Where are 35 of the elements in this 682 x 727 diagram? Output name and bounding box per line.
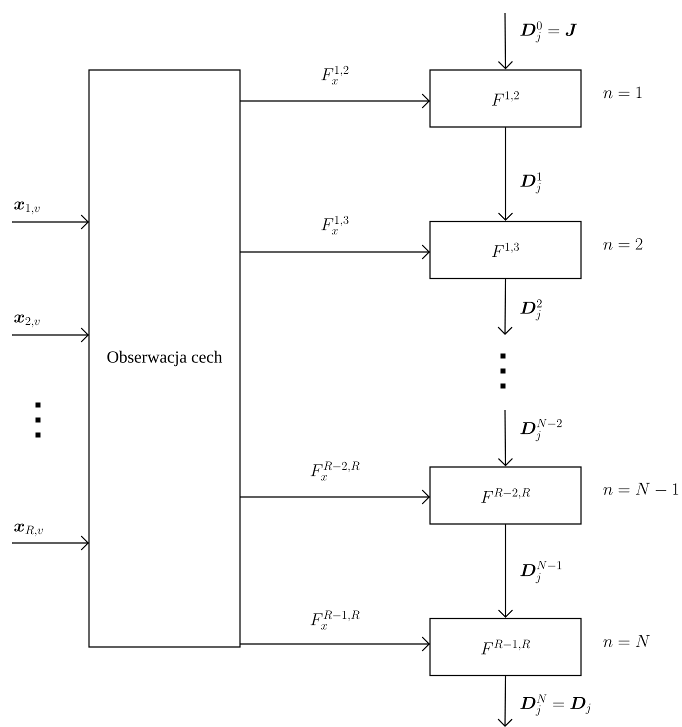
- edge-label: $\boldsymbol{D}_j^N=\boldsymbol{D}_j$: [520, 694, 590, 716]
- stage-label: $n=2$: [603, 238, 642, 250]
- arrow: [240, 94, 430, 108]
- arrow: [498, 279, 512, 335]
- arrow: [498, 128, 513, 221]
- edge-label: $F_x^{R-1,R}$: [310, 610, 360, 630]
- stage-label: $n=1$: [603, 86, 642, 98]
- edge-label: $\boldsymbol{x}_{1,v}$: [14, 202, 40, 214]
- arrow: [498, 676, 512, 727]
- edge-label: $\boldsymbol{x}_{R,v}$: [14, 524, 43, 536]
- arrow: [498, 524, 513, 618]
- process-box: $F^{R-1,R}$: [429, 618, 582, 676]
- edge-label: $F_x^{1,2}$: [321, 66, 348, 85]
- edge-label: $F_x^{1,3}$: [321, 216, 348, 235]
- process-box: $F^{1,3}$: [429, 220, 582, 280]
- arrow: [240, 636, 430, 652]
- arrow: [240, 244, 430, 260]
- arrow: [240, 490, 430, 504]
- arrow: [12, 536, 89, 550]
- stage-label: $n=N-1$: [603, 482, 678, 495]
- stage-label: $n=N$: [603, 635, 650, 648]
- edge-label: $\boldsymbol{D}_j^2$: [520, 299, 542, 320]
- edge-label: $\boldsymbol{x}_{2,v}$: [14, 314, 40, 328]
- process-box: $F^{R-2,R}$: [429, 466, 582, 525]
- arrow: [12, 214, 89, 230]
- process-box: $F^{1,2}$: [429, 69, 582, 128]
- edge-label: $\boldsymbol{D}_j^{N-1}$: [520, 560, 562, 584]
- arrow: [498, 410, 513, 466]
- edge-label: $\boldsymbol{D}_j^{N-2}$: [520, 418, 562, 442]
- arrow: [12, 328, 89, 342]
- edge-label: $\boldsymbol{D}_j^1$: [520, 172, 542, 194]
- edge-label: $F_x^{R-2,R}$: [310, 462, 360, 481]
- process-box: Obserwacja cech: [88, 69, 241, 648]
- arrow: [498, 12, 513, 70]
- edge-label: $\boldsymbol{D}_j^0=\boldsymbol{J}$: [520, 21, 577, 42]
